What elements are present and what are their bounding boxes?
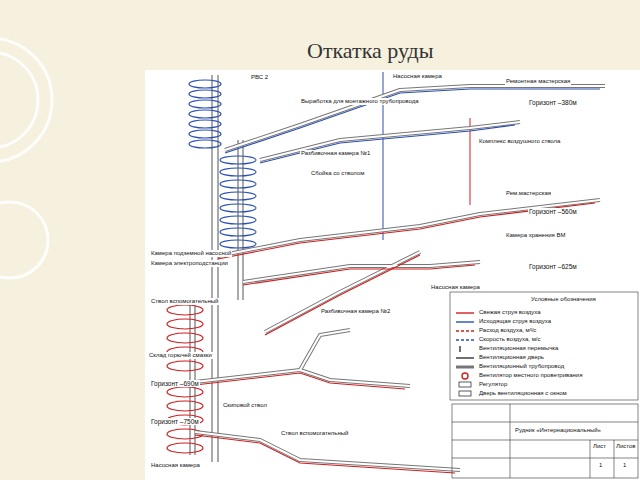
place-label: Насосная камера xyxy=(430,284,481,291)
place-label: 1 xyxy=(598,462,603,469)
legend-text: Вентиляционная дверь xyxy=(478,354,545,361)
place-label: РВС 2 xyxy=(250,74,269,81)
legend-text: Дверь вентиляционная с окном xyxy=(478,390,568,397)
horizon-label: Горизонт –690м xyxy=(150,380,200,387)
legend-text: Вентиляционная перемычка xyxy=(478,345,559,352)
place-label: Сбойка со стволом xyxy=(310,170,365,177)
legend-text: Регулятор xyxy=(478,381,508,388)
legend-text: Вентилятор местного проветривания xyxy=(478,372,583,379)
slide-title: Откатка руды xyxy=(307,38,434,64)
place-label: Камера подземной насосной xyxy=(150,250,232,257)
place-label: Комплекс воздушного ствола xyxy=(478,138,561,145)
place-label: Разбивочная камера №2 xyxy=(320,308,391,315)
place-label: Ствол вспомогательный xyxy=(150,298,219,305)
place-label: 1 xyxy=(622,462,627,469)
place-label: Разбивочная камера №1 xyxy=(300,150,371,157)
place-label: Лист xyxy=(592,443,607,450)
place-label: Выработка для монтажного трубопровода xyxy=(300,98,420,105)
place-label: Рем.мастерская xyxy=(505,190,552,197)
place-label: Склад горючей смазки xyxy=(148,352,213,359)
place-label: Скиповой ствол xyxy=(222,402,268,409)
legend-text: Свежая струя воздуха xyxy=(478,309,542,316)
legend-text: Вентиляционный трубопровод xyxy=(478,363,565,370)
legend-text: Расход воздуха, м³/с xyxy=(478,327,537,334)
place-label: Условные обозначения xyxy=(530,296,597,303)
horizon-label: Горизонт –380м xyxy=(528,99,578,106)
horizon-label: Горизонт –625м xyxy=(528,263,578,270)
place-label: Камера хранения ВМ xyxy=(505,232,567,239)
place-label: Насосная камера xyxy=(392,73,443,80)
horizon-label: Горизонт –560м xyxy=(528,208,578,215)
place-label: Камера электроподстанции xyxy=(150,260,229,267)
legend-text: Исходящая струя воздуха xyxy=(478,318,552,325)
place-label: Ремонтная мастерская xyxy=(505,78,571,85)
legend-text: Скорость воздуха, м/с xyxy=(478,336,541,343)
horizon-label: Горизонт –750м xyxy=(150,418,200,425)
place-label: Рудник «Интернациональный» xyxy=(514,427,602,434)
place-label: Листов xyxy=(615,443,637,450)
place-label: Насосная камера xyxy=(150,462,201,469)
place-label: Ствол вспомогательный xyxy=(280,430,349,437)
